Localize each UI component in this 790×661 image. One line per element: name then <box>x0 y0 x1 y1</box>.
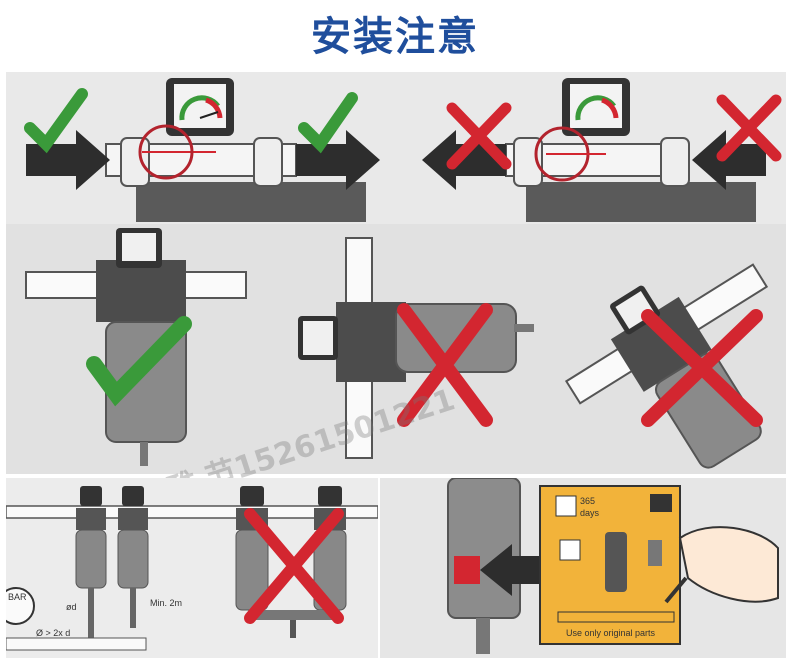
point-arrow-icon <box>480 544 550 596</box>
pressure-gauge <box>6 587 35 625</box>
cross-icon <box>716 94 782 162</box>
correct-flow-assembly <box>105 78 366 222</box>
service-card-footer: Use only original parts <box>566 628 656 638</box>
check-icon <box>24 88 88 154</box>
od-label: ød <box>66 602 77 612</box>
gauge-label: BAR <box>8 592 27 602</box>
check-icon <box>86 316 192 407</box>
orientation-panel <box>6 224 786 474</box>
cross-icon <box>446 102 512 170</box>
cross-icon <box>397 303 493 427</box>
flow-arrow-right-out <box>422 130 506 190</box>
flow-arrow-right-in <box>692 130 766 190</box>
filter-diagonal-wrong <box>564 263 769 469</box>
filter-unit-a <box>75 486 107 589</box>
parallel-install-panel: BAR ød Min. 2m Ø > 2x d <box>6 478 378 658</box>
filter-unit-b <box>117 486 149 589</box>
maintenance-panel: 365 days Use only original parts <box>380 478 786 658</box>
page-title: 安装注意 <box>311 14 479 60</box>
min-distance-label: Min. 2m <box>150 598 182 608</box>
filter-vertical-correct <box>25 228 247 466</box>
service-days-unit: days <box>580 508 600 518</box>
flow-direction-panel <box>6 72 786 224</box>
service-days-value: 365 <box>580 496 595 506</box>
diameter-rule-label: Ø > 2x d <box>36 628 70 638</box>
cross-icon <box>641 309 763 427</box>
wrong-flow-assembly <box>505 78 756 222</box>
cross-icon <box>244 508 344 624</box>
hand-with-pen-icon <box>664 526 779 604</box>
check-icon <box>298 92 358 154</box>
